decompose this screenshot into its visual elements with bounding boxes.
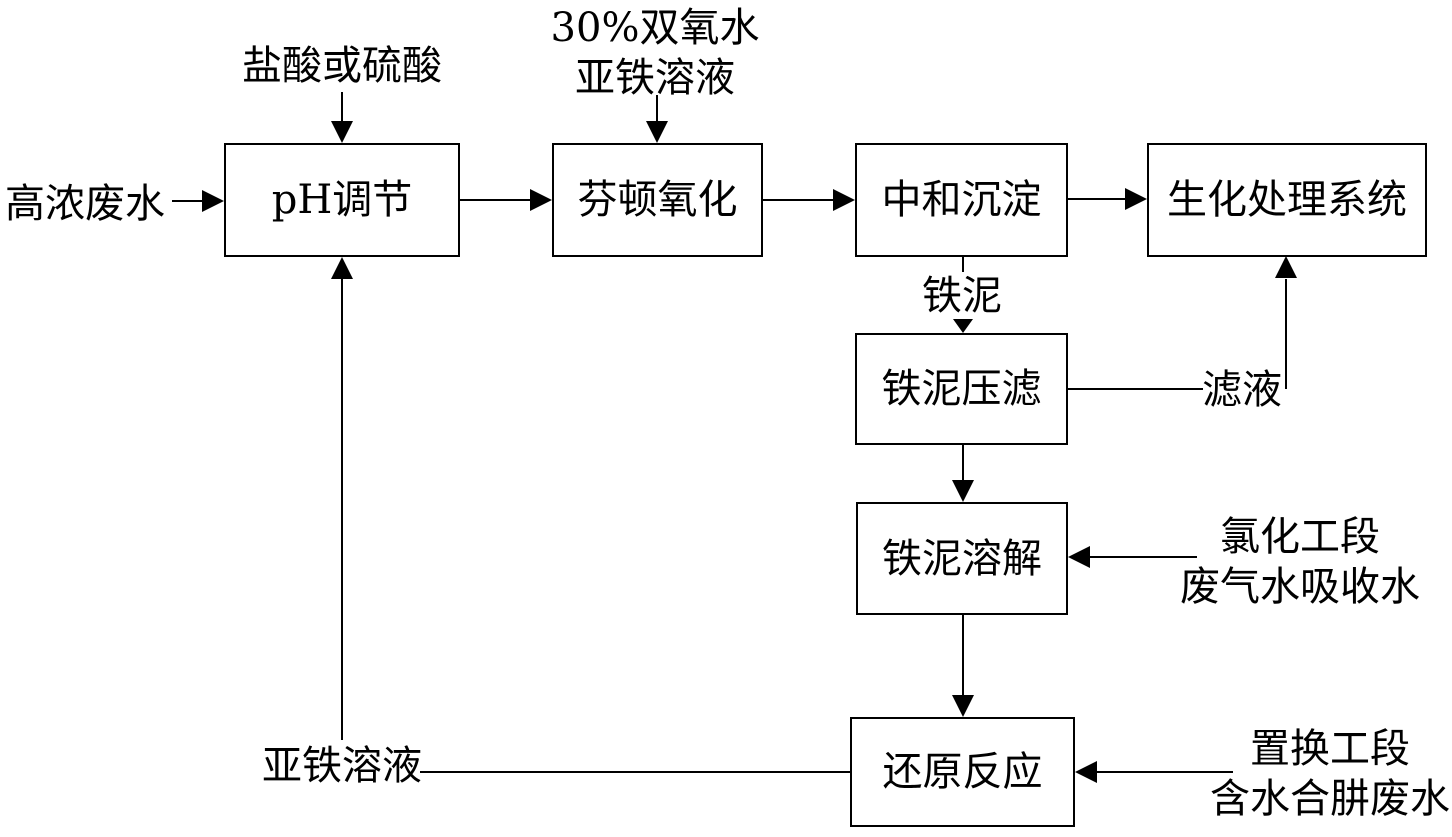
arrowhead-peroxide-to-fenton: [646, 121, 668, 143]
label-filtrate: 滤液: [1202, 367, 1282, 413]
arrowhead-ferrous-to-ph: [331, 257, 353, 279]
line-ph-to-fenton: [460, 199, 532, 201]
arrowhead-replacement-to-reduction: [1075, 761, 1097, 783]
node-iron-mud-dissolution: 铁泥溶解: [856, 502, 1068, 615]
line-press-to-filtrate: [1068, 388, 1203, 390]
label-replacement-hydrazine-wastewater: 置换工段 含水合肼废水: [1180, 724, 1452, 824]
arrowhead-neutralization-to-press: [953, 319, 973, 333]
line-fenton-to-neutralization: [763, 199, 835, 201]
line-reduction-to-ferrous: [420, 771, 850, 773]
label-high-conc-wastewater: 高浓废水: [5, 181, 165, 227]
arrowhead-filtrate-to-biochemical: [1275, 256, 1297, 278]
label-iron-mud: 铁泥: [922, 273, 1002, 319]
arrowhead-fenton-to-neutralization: [833, 189, 855, 211]
node-iron-mud-press-filtration: 铁泥压滤: [855, 333, 1068, 445]
label-peroxide-ferrous-feed: 30%双氧水 亚铁溶液: [520, 3, 790, 103]
arrowhead-influent-to-ph: [202, 190, 224, 212]
line-filtrate-to-biochemical: [1285, 279, 1287, 389]
line-influent-to-ph: [172, 200, 206, 202]
node-fenton-oxidation: 芬顿氧化: [552, 143, 763, 257]
label-replacement-line1: 置换工段: [1250, 726, 1410, 772]
arrowhead-chlorination-to-dissolution: [1068, 546, 1090, 568]
label-hydrochloric-or-sulfuric-acid: 盐酸或硫酸: [242, 43, 442, 89]
line-ferrous-to-ph: [341, 279, 343, 740]
arrowhead-dissolution-to-reduction: [952, 695, 974, 717]
label-chlorination-line2: 废气水吸收水: [1180, 564, 1420, 610]
label-peroxide-line1: 30%双氧水: [550, 5, 760, 51]
line-neutralization-to-biochemical: [1068, 198, 1127, 200]
label-peroxide-line2: 亚铁溶液: [575, 55, 735, 101]
node-biochemical-treatment-system: 生化处理系统: [1147, 143, 1427, 257]
arrowhead-ph-to-fenton: [530, 189, 552, 211]
label-chlorination-line1: 氯化工段: [1220, 514, 1380, 560]
line-peroxide-to-fenton: [656, 95, 658, 123]
label-ferrous-solution: 亚铁溶液: [262, 743, 422, 789]
line-replacement-to-reduction: [1097, 771, 1233, 773]
node-ph-adjust: pH调节: [224, 143, 460, 257]
line-press-to-dissolution: [962, 445, 964, 482]
line-dissolution-to-reduction: [962, 615, 964, 697]
arrowhead-press-to-dissolution: [952, 480, 974, 502]
line-neutralization-to-press: [962, 257, 964, 272]
arrowhead-neutralization-to-biochemical: [1125, 188, 1147, 210]
line-chlorination-to-dissolution: [1090, 556, 1197, 558]
node-neutralization-precipitation: 中和沉淀: [855, 143, 1068, 257]
node-reduction-reaction: 还原反应: [850, 717, 1075, 827]
label-replacement-line2: 含水合肼废水: [1210, 776, 1450, 822]
label-chlorination-absorption-water: 氯化工段 废气水吸收水: [1150, 512, 1450, 612]
arrowhead-acid-to-ph: [331, 121, 353, 143]
line-acid-to-ph: [341, 92, 343, 123]
